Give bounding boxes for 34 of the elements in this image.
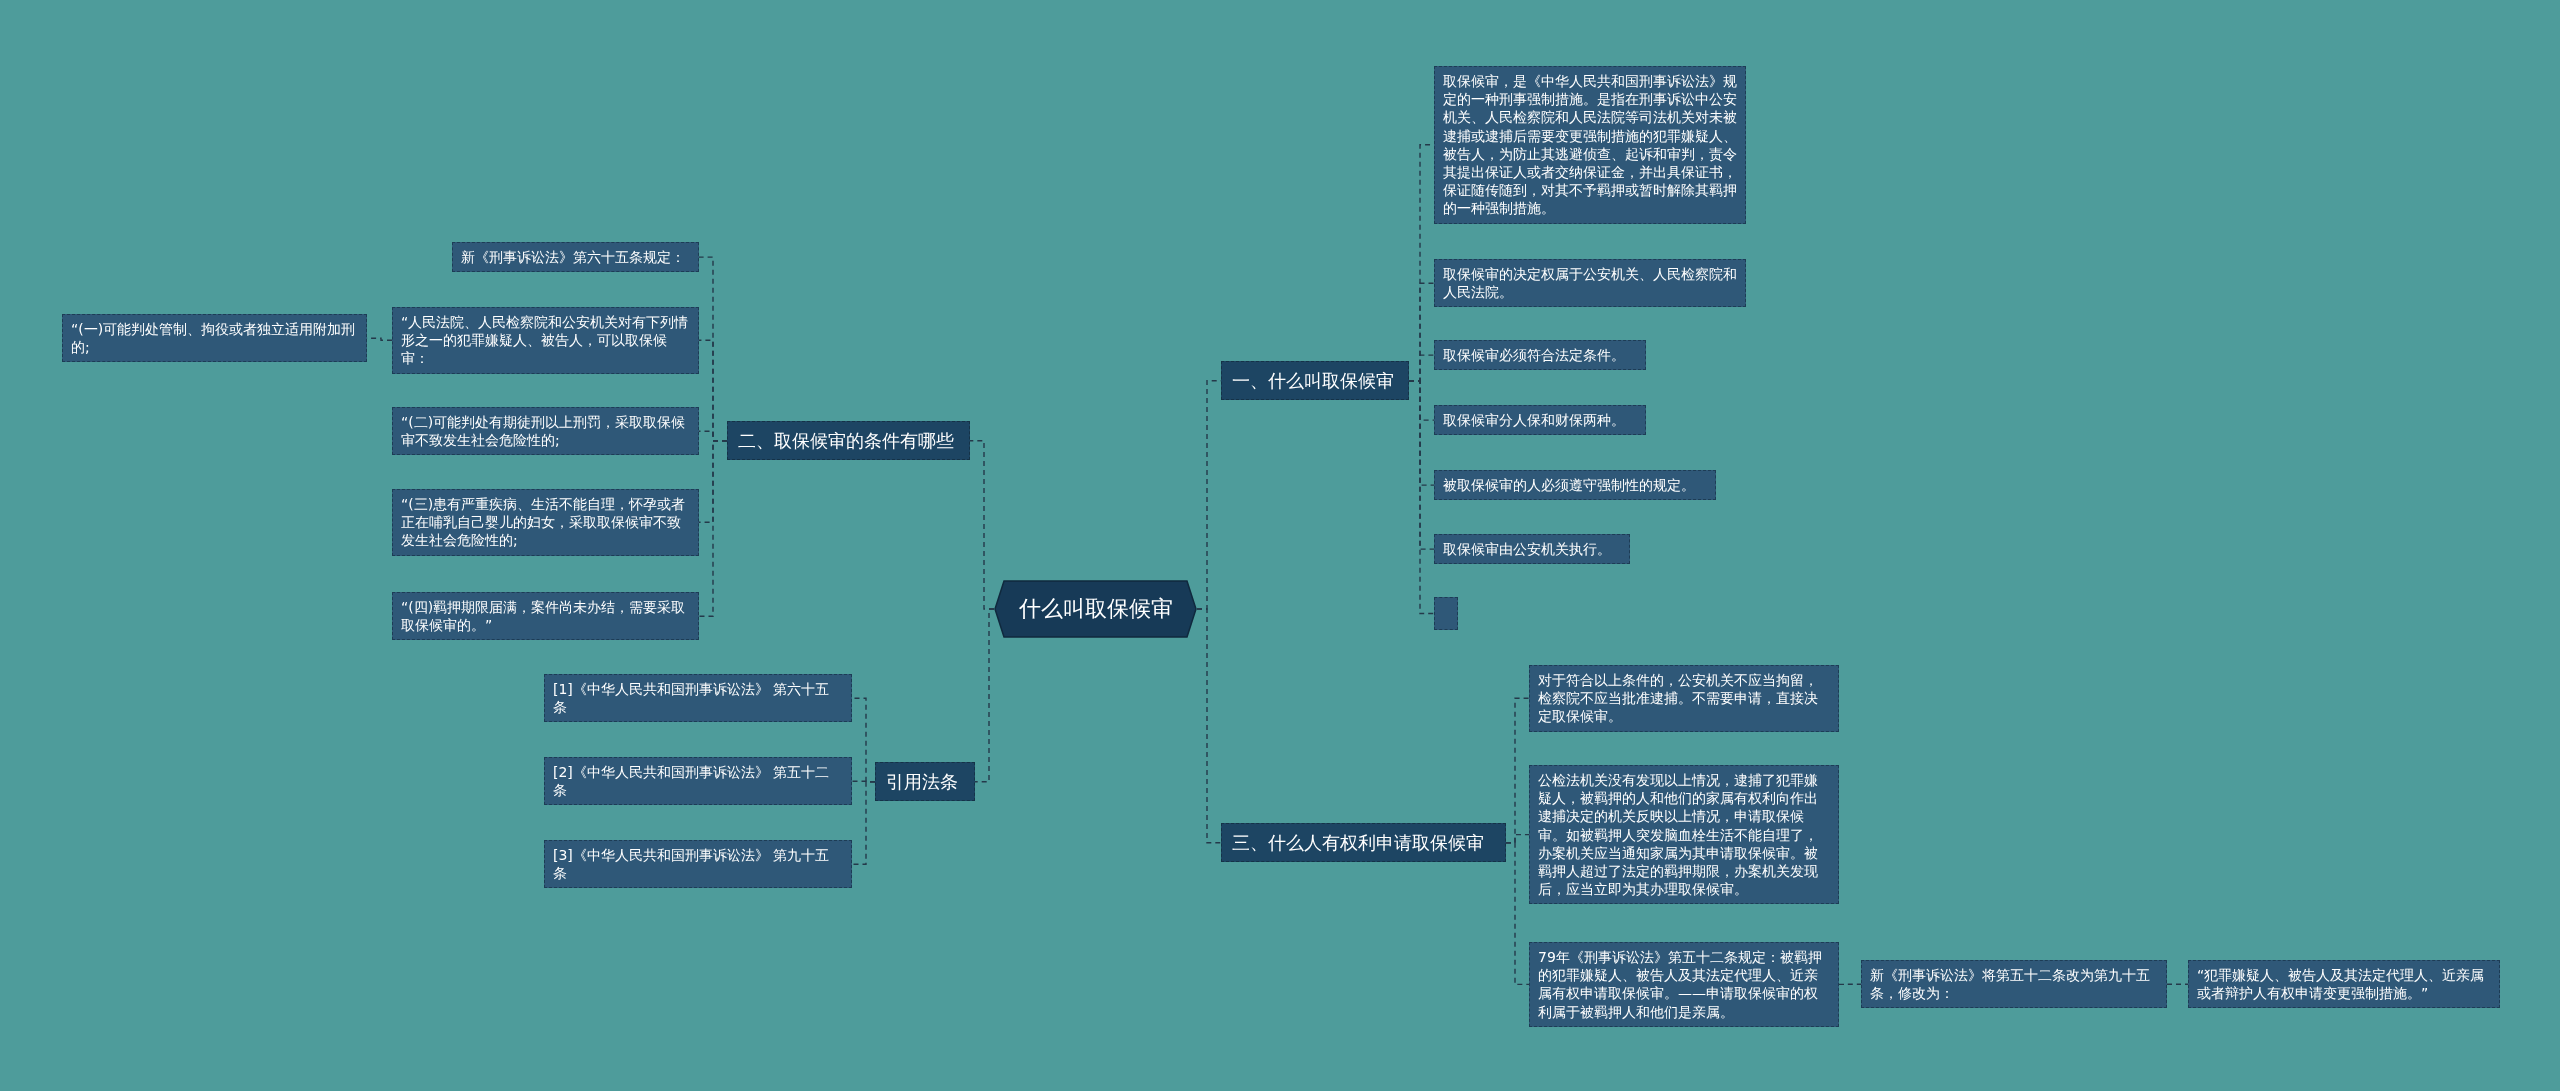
leaf-topic: 取保候审的决定权属于公安机关、人民检察院和人民法院。: [1434, 259, 1746, 308]
leaf-topic: 公检法机关没有发现以上情况，逮捕了犯罪嫌疑人，被羁押的人和他们的家属有权利向作出逮捕决定的机关反映以上情况，申请取保候审。如被羁押人突发脑血栓生活不能自理了，办案机关应当通知家属为其申请取保候审。被羁押人超过了法定的羁押期限，办案机关发现后，应当立即为其办理取保候审。: [1529, 765, 1839, 905]
connector-line: [1838, 983, 1862, 986]
leaf-topic: 新《刑事诉讼法》第六十五条规定：: [452, 242, 699, 273]
leaf-topic: “(三)患有严重疾病、生活不能自理，怀孕或者正在哺乳自己婴儿的妇女，采取取保候审不致发生社会危险性的;: [392, 489, 699, 556]
branch-topic: 引用法条: [875, 762, 975, 802]
leaf-topic: 新《刑事诉讼法》将第五十二条改为第九十五条，修改为：: [1861, 960, 2167, 1009]
leaf-topic: “犯罪嫌疑人、被告人及其法定代理人、近亲属或者辩护人有权申请变更强制措施。”: [2188, 960, 2500, 1009]
connector-line: [851, 781, 876, 865]
connector-line: [1505, 842, 1530, 986]
branch-topic: 三、什么人有权利申请取保候审: [1221, 823, 1506, 863]
empty-topic-box: [1434, 597, 1458, 630]
leaf-topic: “人民法院、人民检察院和公安机关对有下列情形之一的犯罪嫌疑人、被告人，可以取保候审：: [392, 307, 699, 374]
leaf-topic: 取保候审，是《中华人民共和国刑事诉讼法》规定的一种刑事强制措施。是指在刑事诉讼中公安机关、人民检察院和人民法院等司法机关对未被逮捕或逮捕后需要变更强制措施的犯罪嫌疑人、被告人，为防止其逃避侦查、起诉和审判，责令其提出保证人或者交纳保证金，并出具保证书，保证随传随到，对其不予羁押或暂时解除其羁押的一种强制措施。: [1434, 66, 1746, 224]
leaf-topic: [2]《中华人民共和国刑事诉讼法》 第五十二条: [544, 757, 852, 806]
branch-topic: 二、取保候审的条件有哪些: [727, 421, 970, 461]
leaf-topic: 取保候审必须符合法定条件。: [1434, 340, 1646, 371]
leaf-topic: “(二)可能判处有期徒刑以上刑罚，采取取保候审不致发生社会危险性的;: [392, 407, 699, 456]
connector-line: [1196, 608, 1222, 844]
leaf-topic: 对于符合以上条件的，公安机关不应当拘留，检察院不应当批准逮捕。不需要申请，直接决定取保候审。: [1529, 665, 1839, 732]
leaf-topic: [3]《中华人民共和国刑事诉讼法》 第九十五条: [544, 840, 852, 889]
connector-line: [2166, 983, 2189, 985]
connector-line: [1408, 380, 1435, 615]
connector-line: [698, 440, 728, 617]
leaf-topic: [1]《中华人民共和国刑事诉讼法》 第六十五条: [544, 674, 852, 723]
connector-line: [974, 608, 995, 783]
leaf-topic: 79年《刑事诉讼法》第五十二条规定：被羁押的犯罪嫌疑人、被告人及其法定代理人、近亲属有权申请取保候审。——申请取保候审的权利属于被羁押人和他们是亲属。: [1529, 942, 1839, 1027]
central-topic-hexagon: 什么叫取保候审: [994, 580, 1197, 638]
leaf-topic: 被取保候审的人必须遵守强制性的规定。: [1434, 470, 1716, 501]
leaf-topic: “(一)可能判处管制、拘役或者独立适用附加刑的;: [62, 314, 367, 363]
leaf-topic: 取保候审分人保和财保两种。: [1434, 405, 1646, 436]
branch-topic: 一、什么叫取保候审: [1221, 361, 1409, 401]
leaf-topic: “(四)羁押期限届满，案件尚未办结，需要采取取保候审的。”: [392, 592, 699, 641]
leaf-topic: 取保候审由公安机关执行。: [1434, 534, 1630, 565]
